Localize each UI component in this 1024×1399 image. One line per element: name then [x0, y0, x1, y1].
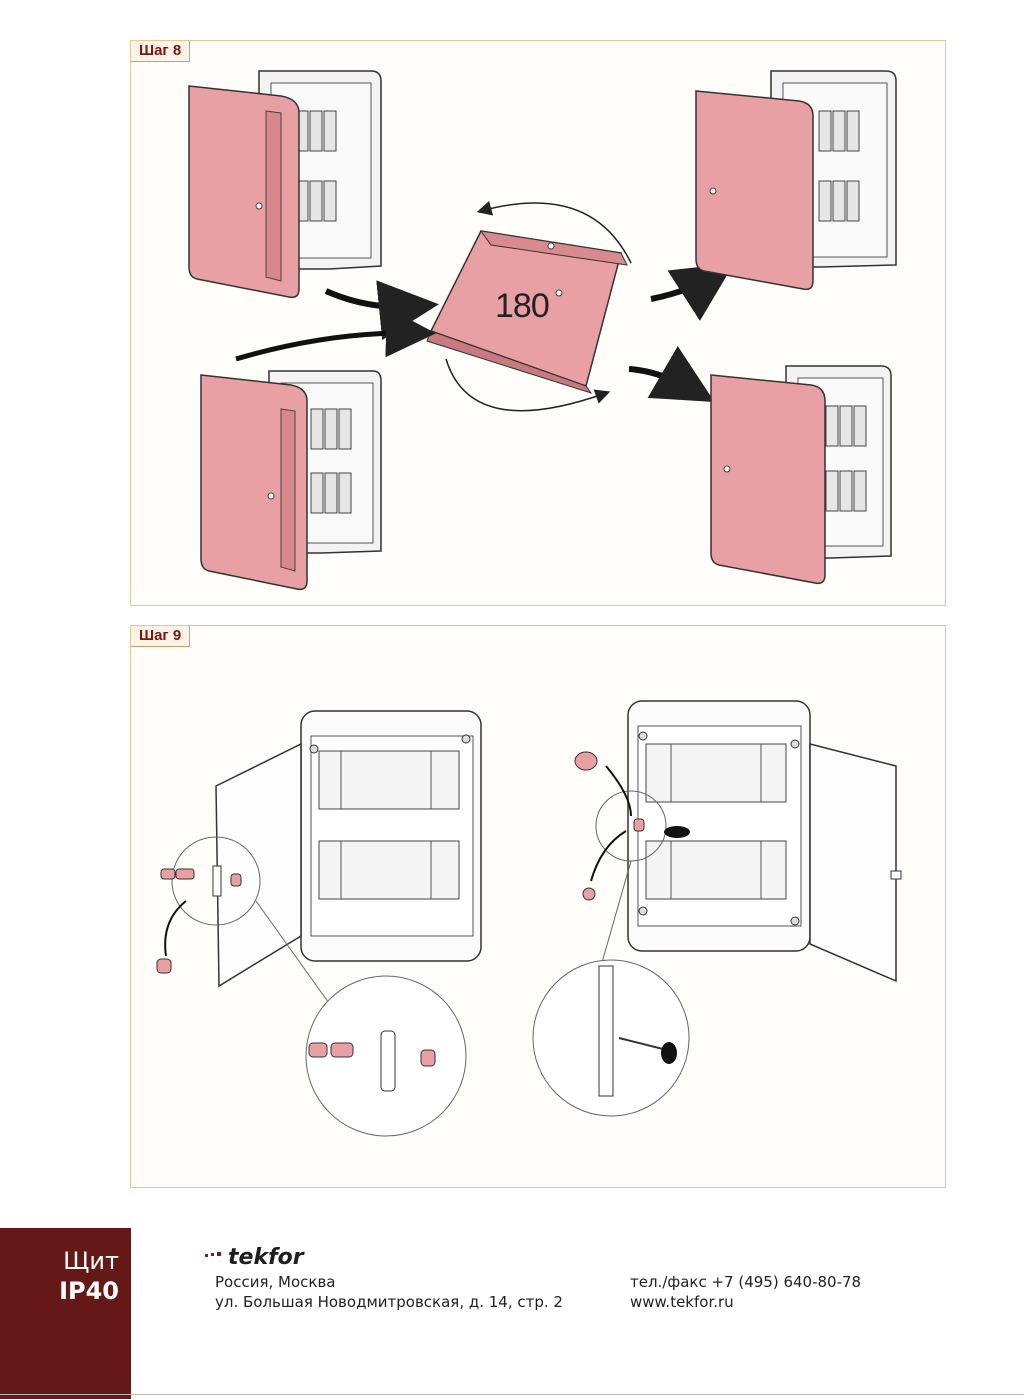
company-logo: tekfor — [228, 1245, 304, 1270]
step-8-label: Шаг 8 — [131, 41, 191, 62]
product-title: Щит — [63, 1247, 119, 1275]
page-bottom-rule — [0, 1394, 1024, 1395]
phone-fax: тел./факс +7 (495) 640-80-78 — [630, 1273, 862, 1291]
door-rotated-center — [426, 230, 628, 394]
product-rating: IP40 — [59, 1277, 119, 1305]
box-left-open-door — [212, 710, 482, 988]
logo-dots-icon — [205, 1252, 221, 1257]
box-right-open-door — [627, 700, 902, 983]
step-8-illustration — [188, 70, 897, 591]
address-city: Россия, Москва — [215, 1273, 336, 1291]
rotation-180-label: 180 — [495, 287, 550, 325]
step-9-illustration — [156, 700, 902, 1137]
address-street: ул. Большая Новодмитровская, д. 14, стр.… — [215, 1293, 563, 1311]
box-bottom-left — [200, 370, 382, 591]
website-link[interactable]: www.tekfor.ru — [630, 1293, 734, 1311]
lock-key-left — [156, 868, 436, 1067]
box-bottom-right — [710, 365, 892, 585]
box-top-right — [695, 70, 897, 291]
step-9-label: Шаг 9 — [131, 626, 191, 647]
product-band — [0, 1228, 131, 1399]
box-top-left — [188, 70, 382, 299]
step-8-panel: Шаг 8 — [130, 40, 946, 606]
step-9-panel: Шаг 9 — [130, 625, 946, 1188]
